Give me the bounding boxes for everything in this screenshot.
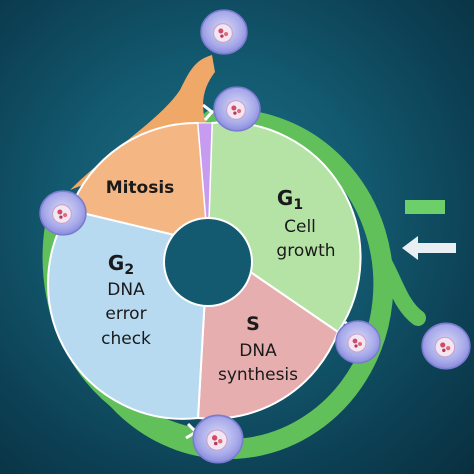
s-line2: synthesis (218, 365, 298, 385)
wedge-checkpoint (197, 122, 213, 244)
ring-exit-branch (372, 247, 426, 326)
label-mitosis: Mitosis (106, 178, 175, 198)
legend-bar-icon (405, 200, 445, 214)
g1-subscript: 1 (293, 197, 303, 213)
arrow-left-icon (402, 236, 456, 260)
cell-icon (213, 86, 261, 132)
g1-line1: Cell (284, 217, 316, 237)
g2-line1: DNA (107, 280, 145, 300)
s-symbol: S (246, 313, 260, 335)
cell-icon (39, 190, 87, 236)
s-line1: DNA (239, 341, 277, 361)
g2-line2: error (105, 304, 146, 324)
label-g2: G2 DNA error check (101, 251, 151, 349)
cell-icon (200, 9, 248, 55)
label-s: S DNA synthesis (218, 313, 298, 385)
phase-wedges (47, 121, 362, 420)
ring-chevron-1 (202, 103, 215, 121)
g2-letter: G (108, 251, 124, 275)
label-g1: G1 Cell growth (276, 186, 335, 261)
mitosis-label: Mitosis (106, 178, 175, 198)
cell-icon (421, 322, 471, 370)
cell-icon (335, 320, 381, 364)
center-hole (163, 217, 253, 307)
g1-letter: G (277, 186, 293, 210)
g1-line2: growth (276, 241, 335, 261)
cell-icon (192, 414, 244, 464)
g2-subscript: 2 (124, 262, 134, 278)
g2-symbol: G2 (108, 251, 134, 278)
g1-symbol: G1 (277, 186, 303, 213)
g2-line3: check (101, 329, 151, 349)
